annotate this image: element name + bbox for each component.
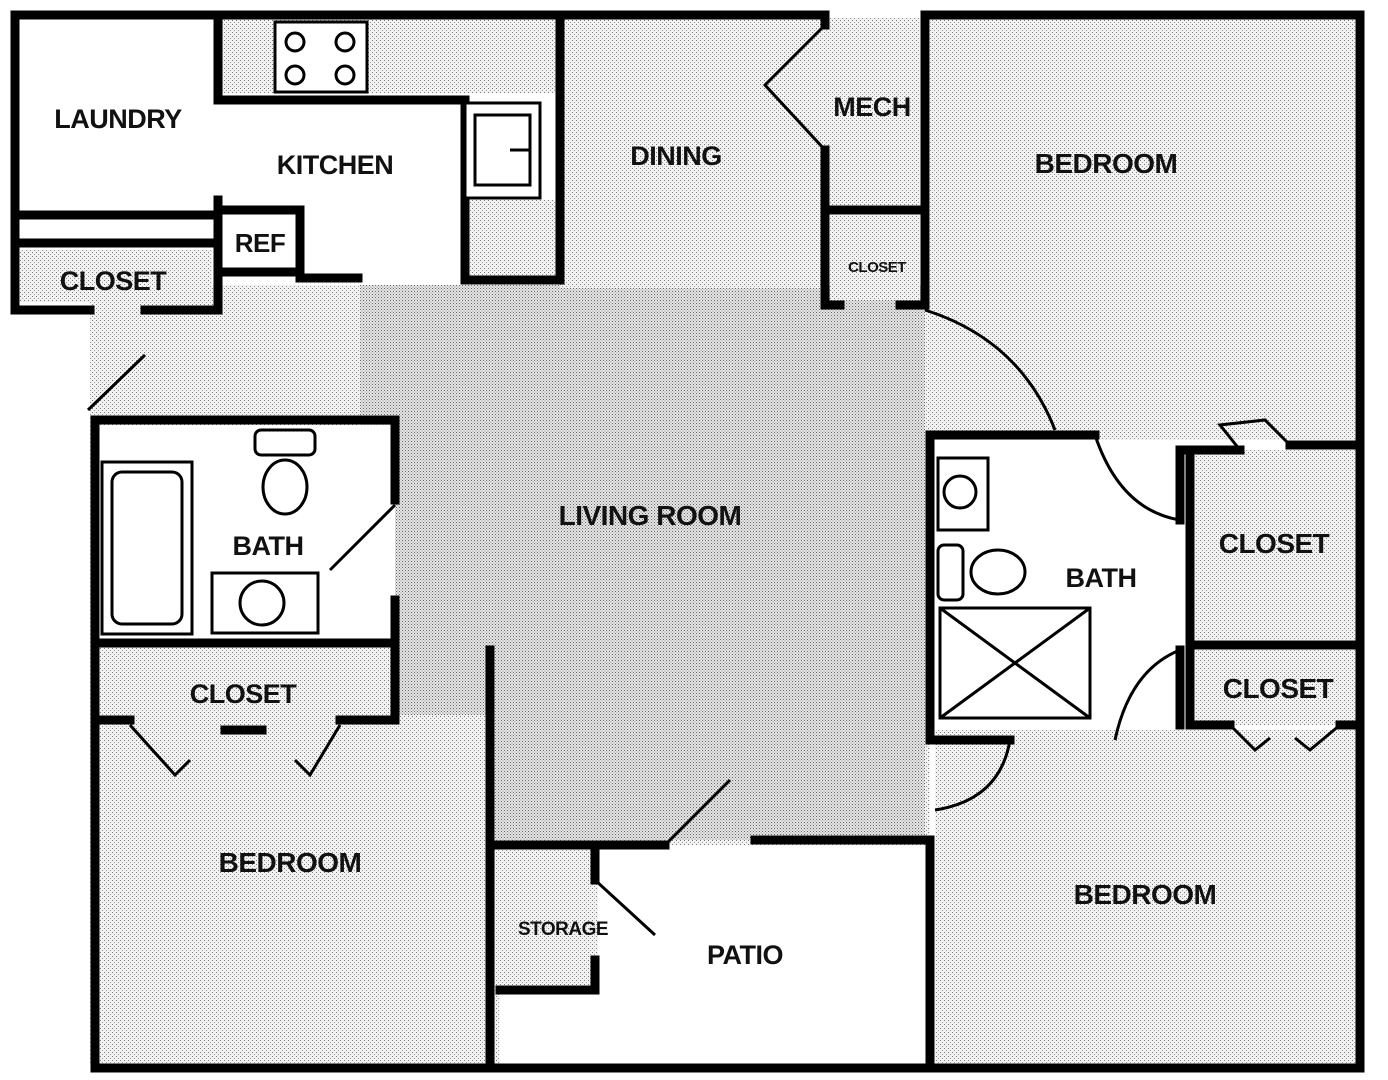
- bedroom-bottomright-door: [934, 739, 1012, 812]
- label-closet-right-lower: CLOSET: [1223, 673, 1334, 704]
- sink-left-icon: [210, 571, 320, 635]
- walls: [10, 10, 1365, 1073]
- stove-icon: [273, 20, 369, 94]
- label-dining: DINING: [630, 141, 722, 171]
- bedroom-bottomleft-floor: [95, 715, 490, 1065]
- closet-right-lower-door-2: [1294, 723, 1341, 752]
- label-kitchen: KITCHEN: [277, 150, 394, 180]
- bedroom-bottomright-floor: [935, 730, 1360, 1065]
- toilet-left-icon: [253, 428, 317, 516]
- label-laundry: LAUNDRY: [54, 104, 182, 134]
- floor-fills: [20, 15, 1360, 1065]
- mech-door: [762, 23, 827, 152]
- kitchen-counter: [220, 18, 560, 93]
- storage-door: [593, 878, 657, 937]
- bath-right-door: [1093, 434, 1181, 522]
- label-bath-right: BATH: [1066, 563, 1137, 593]
- label-closet-left: CLOSET: [190, 679, 298, 709]
- bathtub-icon: [100, 460, 194, 636]
- bedroom-topright-floor: [930, 15, 1355, 440]
- fixtures: [100, 20, 1092, 720]
- shower-icon: [938, 606, 1092, 720]
- closet-left-floor: [95, 645, 395, 715]
- closet-right-upper-floor: [1195, 450, 1357, 640]
- label-ref: REF: [235, 228, 286, 258]
- patio-door: [663, 778, 732, 847]
- closet-right-upper-door: [1217, 418, 1292, 451]
- toilet-right-icon: [936, 543, 1027, 602]
- bath-right-door-2: [1113, 648, 1181, 741]
- label-bedroom-bottomleft: BEDROOM: [219, 847, 362, 878]
- dining-floor: [560, 18, 825, 288]
- label-mech: MECH: [833, 92, 911, 122]
- mech-floor: [825, 18, 920, 208]
- bath-left-door: [328, 503, 397, 572]
- label-closet-right-upper: CLOSET: [1219, 528, 1330, 559]
- kitchen-sink-icon: [463, 101, 542, 200]
- label-bath-left: BATH: [233, 531, 304, 561]
- label-living-room: LIVING ROOM: [559, 500, 742, 531]
- label-closet-small: CLOSET: [848, 259, 906, 276]
- closet-left-door-1: [128, 723, 192, 778]
- label-bedroom-topright: BEDROOM: [1035, 148, 1178, 179]
- storage-floor: [500, 850, 598, 985]
- closet-left-door-2: [293, 724, 342, 778]
- closet-topleft-floor: [20, 250, 212, 302]
- kitchen-counter-lower: [465, 200, 560, 280]
- closet-right-lower-door-1: [1228, 723, 1271, 753]
- label-closet-topleft: CLOSET: [60, 266, 168, 296]
- sink-right-icon: [936, 456, 990, 532]
- closet-right-lower-floor: [1195, 650, 1357, 725]
- label-patio: PATIO: [707, 940, 783, 970]
- doors: [86, 23, 1341, 937]
- label-storage: STORAGE: [518, 919, 608, 940]
- bedroom-topright-door: [924, 308, 1057, 431]
- entry-door: [86, 353, 147, 412]
- room-labels: LAUNDRY KITCHEN REF CLOSET DINING MECH C…: [54, 92, 1334, 970]
- closet-small-floor: [830, 215, 920, 300]
- label-bedroom-bottomright: BEDROOM: [1074, 879, 1217, 910]
